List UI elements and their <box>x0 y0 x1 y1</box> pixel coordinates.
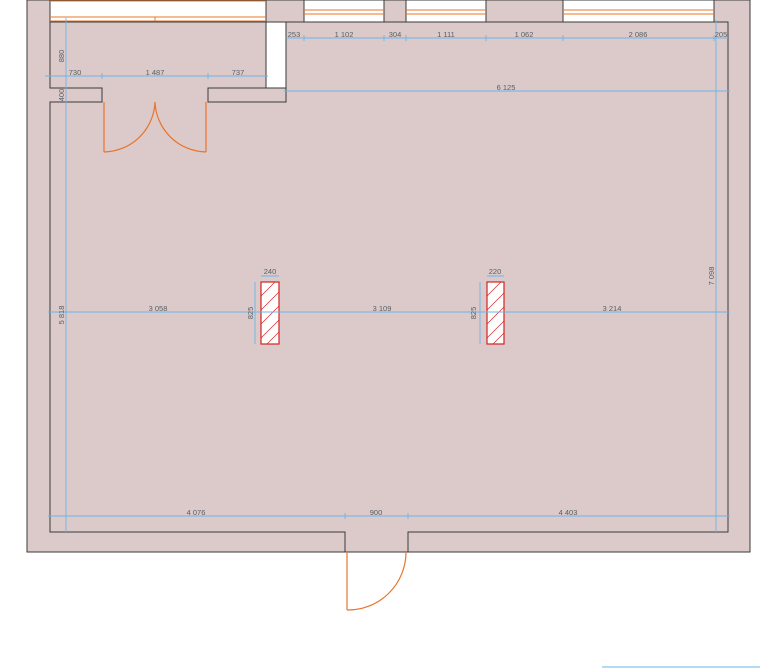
window-top-1 <box>304 9 384 15</box>
dim-col1-width: 240 <box>264 267 277 276</box>
dim-vest-depth: 880 <box>57 50 66 63</box>
dim-right-height: 7 098 <box>707 267 716 286</box>
entrance-door <box>346 551 407 611</box>
dim-top-4: 1 111 <box>437 30 455 39</box>
top-row-labels: 253 1 102 304 1 111 1 062 2 086 205 <box>288 30 728 39</box>
dimension-lines <box>45 18 760 668</box>
window-top-2 <box>406 9 486 15</box>
dim-main-width: 6 125 <box>497 83 516 92</box>
double-door <box>103 101 207 153</box>
column-2 <box>486 281 505 345</box>
dim-col2-width: 220 <box>489 267 502 276</box>
dim-top-3: 304 <box>389 30 402 39</box>
vestibule-labels: 730 1 487 737 880 400 <box>57 50 244 102</box>
dim-mid-1: 3 058 <box>149 304 168 313</box>
dim-top-2: 1 102 <box>335 30 354 39</box>
dim-bottom-2: 900 <box>370 508 383 517</box>
dim-bottom-3: 4 403 <box>559 508 578 517</box>
dim-vest-wall: 400 <box>57 89 66 102</box>
column-labels: 240 825 220 825 <box>246 267 501 319</box>
dim-top-5: 1 062 <box>515 30 534 39</box>
dim-vest-2: 1 487 <box>146 68 165 77</box>
window-top-3 <box>563 9 714 15</box>
dim-top-6: 2 086 <box>629 30 648 39</box>
dimension-ticks <box>63 35 719 519</box>
window-top-left <box>50 0 266 22</box>
dim-bottom-1: 4 076 <box>187 508 206 517</box>
dim-col1-height: 825 <box>246 307 255 320</box>
dim-vest-3: 737 <box>232 68 245 77</box>
dim-vest-1: 730 <box>69 68 82 77</box>
dim-left-height: 5 818 <box>57 306 66 325</box>
dim-top-7: 205 <box>715 30 728 39</box>
walls <box>26 0 751 553</box>
column-1 <box>260 281 280 345</box>
bottom-row-labels: 4 076 900 4 403 <box>187 508 578 517</box>
dim-top-1: 253 <box>288 30 301 39</box>
dim-col2-height: 825 <box>469 307 478 320</box>
middle-row-labels: 3 058 3 109 3 214 <box>149 304 622 313</box>
dim-mid-2: 3 109 <box>373 304 392 313</box>
dim-mid-3: 3 214 <box>603 304 622 313</box>
